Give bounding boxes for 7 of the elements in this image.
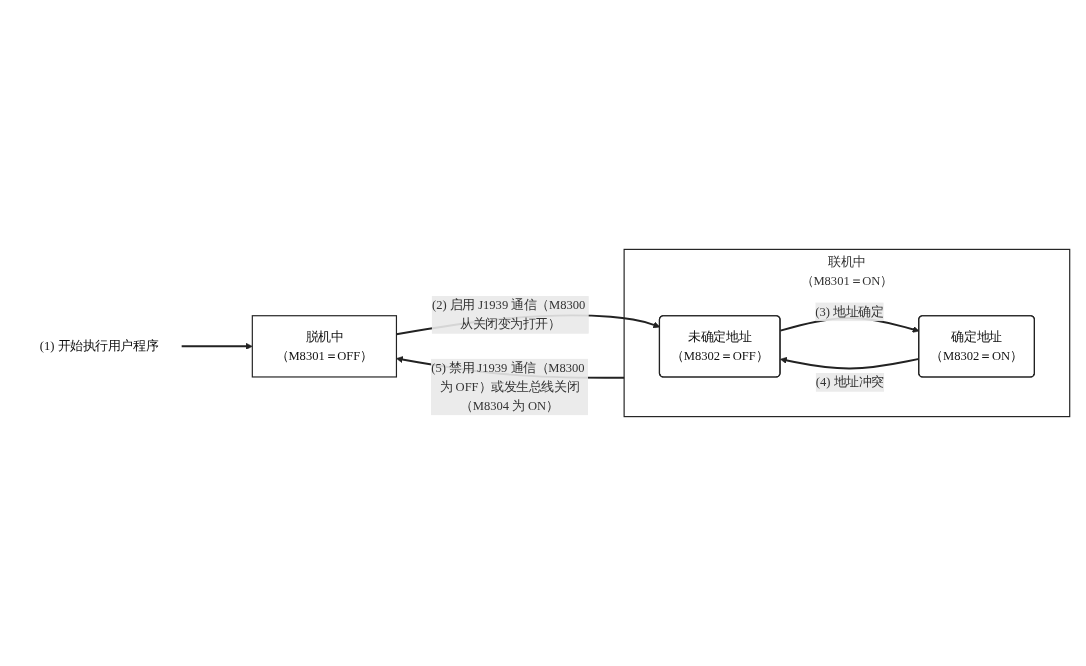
edge-label: (2) 启用 J1939 通信（M8300 从关闭变为打开） (432, 298, 586, 331)
node-box: 脱机中 （M8301＝OFF） (251, 315, 398, 378)
arrow (180, 342, 253, 350)
node-text: (1) 开始执行用户程序 (39, 339, 159, 353)
edge-label: (3) 地址确定 (815, 304, 884, 319)
edge-label: (4) 地址冲突 (815, 375, 884, 389)
edge-label: (5) 禁用 J1939 通信（M8300 为 OFF）或发生总线关闭（M8304 为 ON） (431, 361, 585, 413)
